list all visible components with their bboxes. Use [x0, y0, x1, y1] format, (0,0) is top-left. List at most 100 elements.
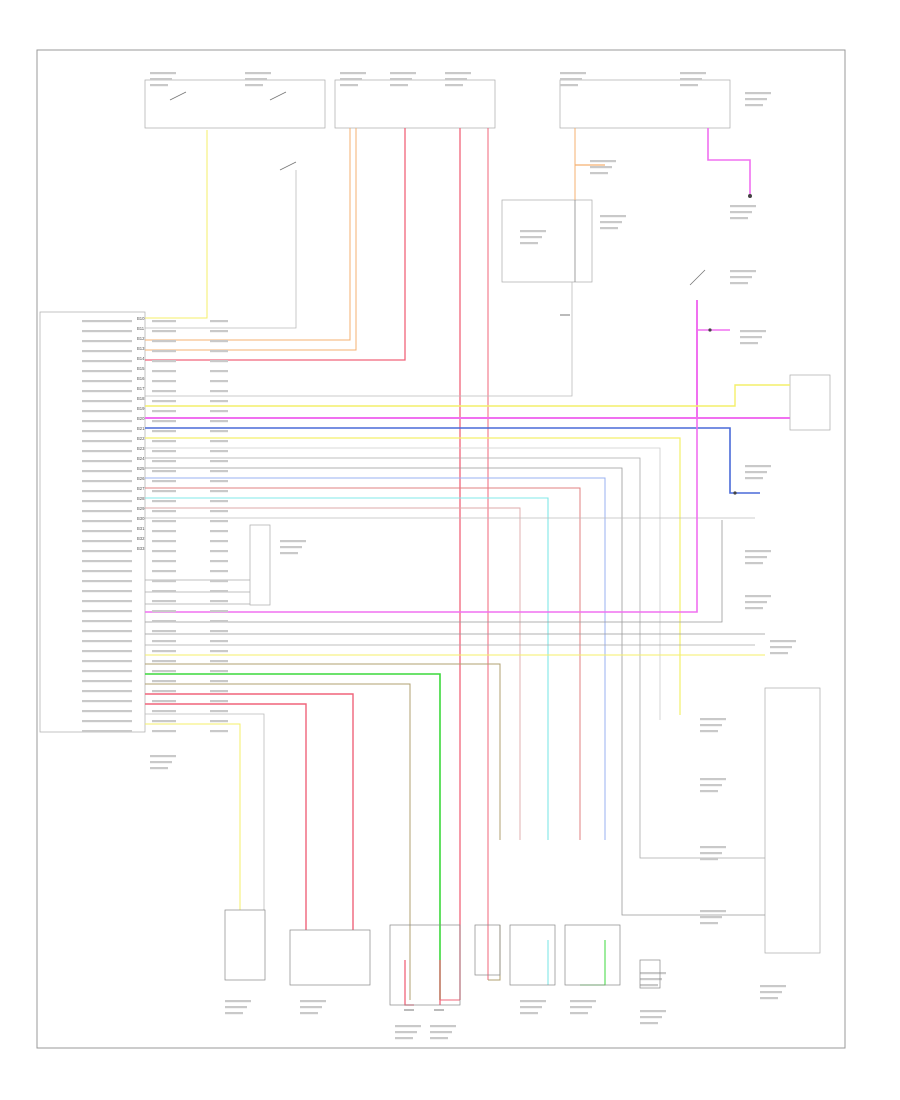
- label-mark: [745, 471, 767, 474]
- label-mark: [210, 560, 228, 563]
- label-mark: [600, 227, 618, 230]
- wire-red-feed: [145, 128, 406, 361]
- label-mark: [770, 652, 788, 655]
- label-mark: [560, 84, 578, 87]
- label-mark: [152, 470, 176, 473]
- label-mark: [82, 710, 132, 713]
- component-3: [389, 924, 461, 1006]
- wire-blue-right: [145, 427, 760, 494]
- label-mark: [210, 420, 228, 423]
- label-mark: [152, 710, 176, 713]
- label-mark: [82, 370, 132, 373]
- label-mark: [395, 1031, 417, 1034]
- label-mark: [300, 1006, 322, 1009]
- label-mark: [152, 380, 176, 383]
- label-mark: [225, 1000, 251, 1003]
- bottom-components: [224, 909, 661, 1006]
- label-mark: [760, 997, 778, 1000]
- wire-lightblue-down: [145, 477, 606, 840]
- label-mark: [770, 646, 792, 649]
- sensor-box-middle: [249, 524, 271, 606]
- label-mark: [152, 460, 176, 463]
- label-mark: [210, 370, 228, 373]
- label-mark: [680, 84, 698, 87]
- switch-symbols: [169, 91, 706, 286]
- label-mark: [430, 1025, 456, 1028]
- label-mark: [745, 104, 763, 107]
- label-mark: [745, 465, 771, 468]
- wire-gray-comp: [145, 713, 265, 910]
- label-mark: [740, 336, 762, 339]
- wire-yellow-right: [145, 384, 790, 407]
- label-mark: [152, 540, 176, 543]
- label-mark: [210, 580, 228, 583]
- label-mark: [82, 460, 132, 463]
- label-mark: [245, 78, 267, 81]
- label-mark: [210, 520, 228, 523]
- pin-label: B19: [137, 406, 145, 411]
- component-7: [639, 959, 661, 989]
- label-mark: [210, 360, 228, 363]
- label-mark: [745, 477, 763, 480]
- fuse-box-center: [334, 79, 496, 129]
- label-mark: [210, 330, 228, 333]
- pin-label: B29: [137, 506, 145, 511]
- label-mark: [245, 72, 271, 75]
- label-mark: [395, 1025, 421, 1028]
- label-mark: [600, 221, 622, 224]
- label-mark: [152, 510, 176, 513]
- label-mark: [152, 400, 176, 403]
- label-mark: [740, 330, 766, 333]
- pin-label: B31: [137, 526, 145, 531]
- label-mark: [280, 552, 298, 555]
- label-mark: [700, 730, 718, 733]
- switch-1-contact: [169, 91, 187, 101]
- label-mark: [82, 380, 132, 383]
- label-mark: [210, 450, 228, 453]
- label-mark: [430, 1037, 448, 1040]
- label-mark: [740, 342, 758, 345]
- label-mark: [82, 610, 132, 613]
- label-mark: [590, 160, 616, 163]
- label-mark: [152, 420, 176, 423]
- label-mark: [152, 660, 176, 663]
- label-mark: [395, 1037, 413, 1040]
- label-mark: [82, 690, 132, 693]
- label-mark: [700, 858, 718, 861]
- label-mark: [730, 282, 748, 285]
- diagram-border: [36, 49, 846, 1049]
- label-mark: [520, 1006, 542, 1009]
- label-mark: [520, 1012, 538, 1015]
- label-mark: [640, 1016, 662, 1019]
- label-mark: [445, 78, 467, 81]
- label-mark: [210, 660, 228, 663]
- label-mark: [82, 700, 132, 703]
- label-mark: [600, 215, 626, 218]
- label-mark: [300, 1012, 318, 1015]
- label-mark: [340, 84, 358, 87]
- label-mark: [730, 276, 752, 279]
- label-mark: [150, 767, 168, 770]
- label-mark: [590, 172, 608, 175]
- label-mark: [152, 320, 176, 323]
- label-mark: [390, 72, 416, 75]
- pin-label: B23: [137, 446, 145, 451]
- label-mark: [82, 510, 132, 513]
- label-mark: [82, 430, 132, 433]
- label-mark: [700, 910, 726, 913]
- label-mark: [82, 500, 132, 503]
- fuse-box-right: [559, 79, 731, 129]
- label-mark: [680, 78, 702, 81]
- label-mark: [210, 350, 228, 353]
- label-mark: [570, 1006, 592, 1009]
- pin-label: B24: [137, 456, 145, 461]
- label-mark: [82, 640, 132, 643]
- label-mark: [82, 480, 132, 483]
- label-mark: [82, 680, 132, 683]
- wire-pink-top: [707, 128, 751, 196]
- relay-box: [501, 199, 593, 283]
- label-mark: [82, 660, 132, 663]
- label-mark: [150, 78, 172, 81]
- label-mark: [210, 670, 228, 673]
- label-mark: [700, 852, 722, 855]
